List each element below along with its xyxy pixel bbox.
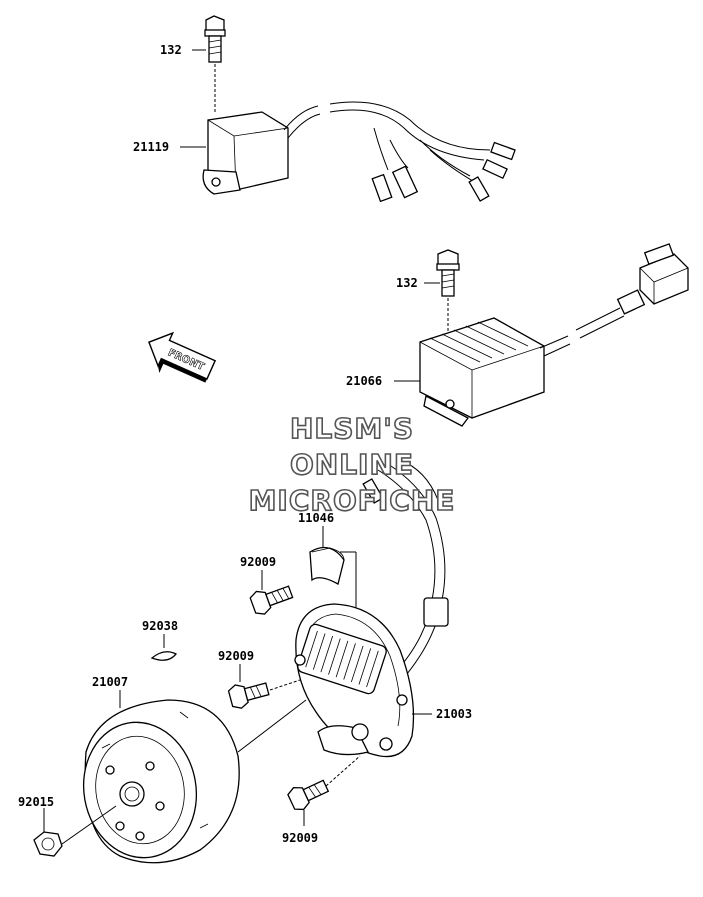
regulator-21066 bbox=[419, 243, 689, 427]
wire-grommet bbox=[423, 597, 449, 627]
label-92009-c: 92009 bbox=[282, 831, 318, 845]
watermark: HLSM'S ONLINE MICROFICHE bbox=[248, 411, 456, 518]
label-132-top: 132 bbox=[160, 43, 182, 57]
watermark-line1: HLSM'S bbox=[290, 412, 414, 445]
nut-92015 bbox=[33, 831, 63, 857]
screw-92009-c bbox=[287, 779, 330, 811]
woodruff-key-92038 bbox=[150, 651, 178, 661]
label-21003: 21003 bbox=[436, 707, 472, 721]
watermark-line3: MICROFICHE bbox=[249, 484, 456, 517]
cover-11046 bbox=[309, 546, 345, 585]
label-11046: 11046 bbox=[298, 511, 334, 525]
label-92038: 92038 bbox=[142, 619, 178, 633]
front-direction-arrow: FRONT bbox=[148, 331, 217, 383]
screw-92009-a bbox=[249, 585, 294, 615]
label-21007: 21007 bbox=[92, 675, 128, 689]
stator-21003 bbox=[294, 603, 415, 758]
pulser-coil-21119 bbox=[202, 101, 516, 203]
bolt-132-regulator bbox=[436, 249, 460, 400]
label-132-regulator: 132 bbox=[396, 276, 418, 290]
screw-92009-b bbox=[227, 682, 270, 709]
label-92009-b: 92009 bbox=[218, 649, 254, 663]
label-21119: 21119 bbox=[133, 140, 169, 154]
label-21066: 21066 bbox=[346, 374, 382, 388]
watermark-line2: ONLINE bbox=[290, 448, 414, 481]
label-92015: 92015 bbox=[18, 795, 54, 809]
bolt-132-top bbox=[204, 15, 226, 112]
flywheel-rotor-21007 bbox=[82, 699, 240, 864]
label-92009-a: 92009 bbox=[240, 555, 276, 569]
